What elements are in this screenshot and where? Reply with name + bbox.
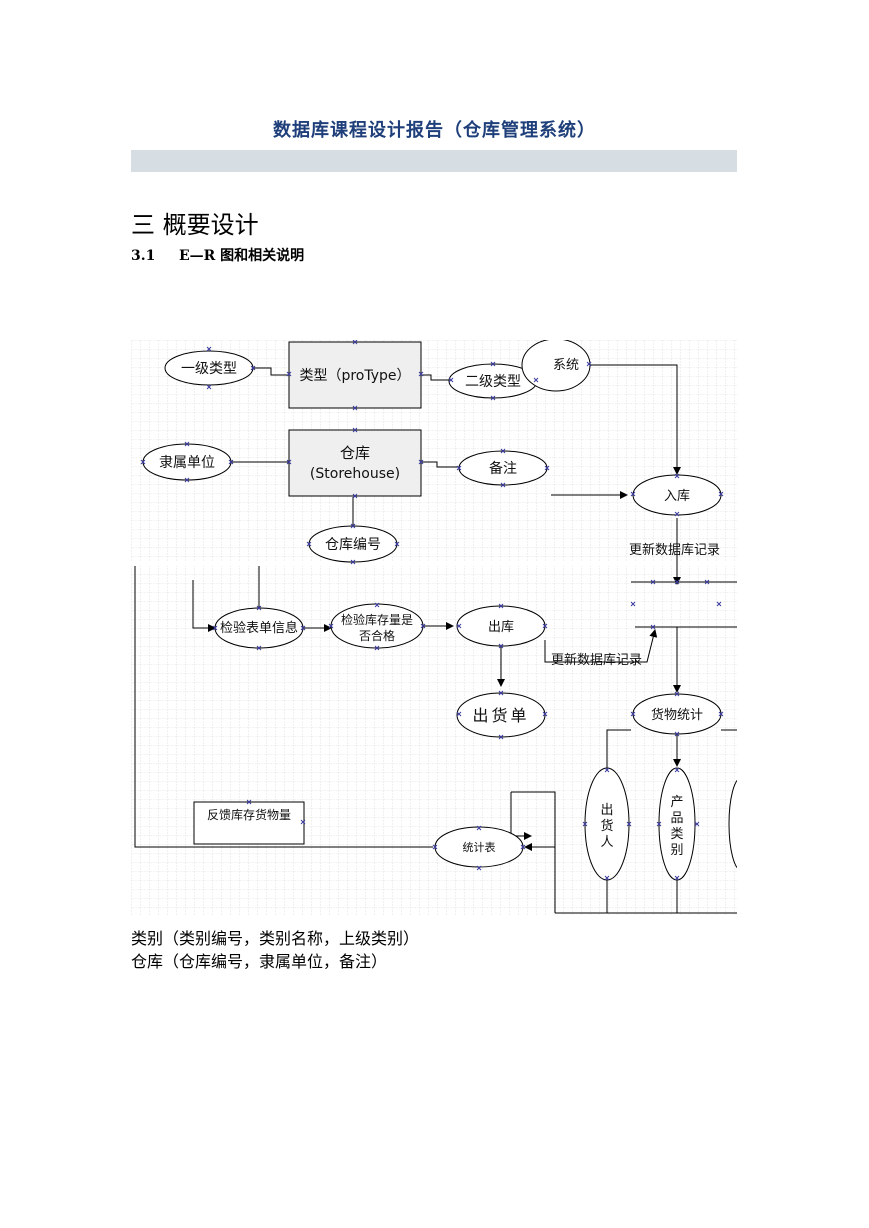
attr-shipper-char: 货 xyxy=(600,818,613,834)
attr-inspection-check-line: 否合格 xyxy=(359,628,395,643)
label-update-db-2: 更新数据库记录 xyxy=(551,652,642,668)
entity-storehouse-sublabel: (Storehouse) xyxy=(310,466,400,482)
document-title: 数据库课程设计报告（仓库管理系统） xyxy=(273,120,596,141)
attr-product-category-label: 产品类别 xyxy=(670,795,683,858)
body-line-warehouse: 仓库（仓库编号，隶属单位，备注） xyxy=(131,952,388,971)
attr-product-category-char: 品 xyxy=(670,811,683,826)
attr-warehouse-no-label: 仓库编号 xyxy=(325,537,381,553)
attr-product-category-char: 类 xyxy=(670,827,683,842)
connection-markers xyxy=(140,340,724,881)
attr-stock-out-label: 出库 xyxy=(488,619,514,635)
entity-storehouse-label: 仓库 xyxy=(340,444,370,462)
section-heading: 三 概要设计 xyxy=(131,211,259,239)
subsection-title: E—R 图和相关说明 xyxy=(179,248,305,264)
label-update-db-1: 更新数据库记录 xyxy=(629,542,720,558)
attr-delivery-note-label: 出货单 xyxy=(472,706,529,725)
entity-protype-label: 类型（proType） xyxy=(299,368,410,384)
attr-goods-stats-label: 货物统计 xyxy=(651,707,703,723)
attr-stock-in xyxy=(632,474,722,516)
attr-inspection-check-line: 检验库存量是 xyxy=(341,612,413,627)
attr-product-category-char: 别 xyxy=(670,843,683,858)
attr-inspection-form-label: 检验表单信息 xyxy=(220,620,298,636)
entity-storehouse xyxy=(288,429,422,497)
body-line-category: 类别（类别编号，类别名称，上级类别） xyxy=(131,929,420,948)
attr-shipper-label: 出货人 xyxy=(600,803,613,850)
attr-system-label: 系统 xyxy=(553,358,579,373)
attr-level1-label: 一级类型 xyxy=(181,361,237,377)
attr-level2-label: 二级类型 xyxy=(465,374,521,390)
attr-product-category-char: 产 xyxy=(670,795,683,810)
entity-feedback-label: 反馈库存货物量 xyxy=(207,807,291,822)
attr-shipper-char: 出 xyxy=(600,803,613,818)
attr-inspection-check-label: 检验库存量是否合格 xyxy=(341,612,413,643)
attr-stock-in-label: 入库 xyxy=(664,488,690,504)
attr-report-label: 统计表 xyxy=(463,840,496,854)
header-bar xyxy=(131,150,737,172)
attr-partial-right xyxy=(728,779,737,869)
attr-remark-label: 备注 xyxy=(489,460,517,477)
subsection-heading: 3.1 E—R 图和相关说明 xyxy=(131,245,304,265)
attr-affiliated-unit-label: 隶属单位 xyxy=(159,455,215,471)
er-diagram: 类型（proType） 仓库 (Storehouse) 反馈库存货物量 一级类型… xyxy=(131,340,737,915)
subsection-number: 3.1 xyxy=(131,248,156,264)
attr-shipper-char: 人 xyxy=(600,835,613,850)
